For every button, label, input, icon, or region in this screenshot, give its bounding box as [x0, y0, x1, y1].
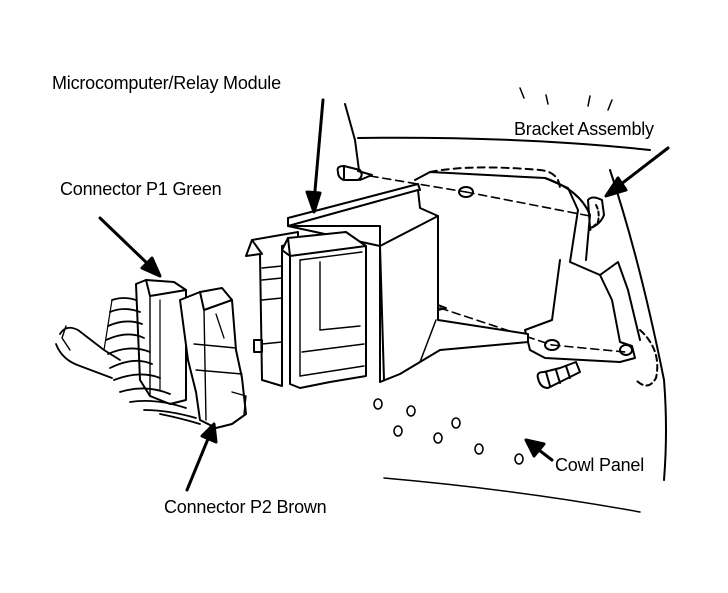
arrow-connector-p2	[185, 422, 218, 492]
arrow-cowl-panel	[524, 438, 554, 462]
screw-bottom	[536, 361, 581, 389]
label-connector-p1-green: Connector P1 Green	[60, 179, 222, 199]
label-cowl-panel: Cowl Panel	[555, 455, 645, 475]
arrow-connector-p1	[98, 216, 162, 278]
module-socket-right	[281, 231, 367, 389]
label-microcomputer-relay-module: Microcomputer/Relay Module	[52, 73, 281, 93]
module-socket-left	[245, 231, 299, 387]
connector-p1	[135, 279, 187, 405]
arrow-bracket	[604, 146, 670, 198]
cowl-panel-holes	[373, 398, 524, 465]
cowl-panel-outline	[344, 87, 667, 513]
label-connector-p2-brown: Connector P2 Brown	[164, 497, 327, 517]
label-bracket-assembly: Bracket Assembly	[514, 119, 654, 139]
alignment-lines	[369, 175, 626, 353]
screw-top	[336, 165, 373, 181]
relay-module-body	[287, 183, 529, 383]
connector-p2	[179, 287, 247, 429]
bracket-assembly	[414, 166, 659, 387]
arrow-module	[305, 98, 325, 214]
wire-harness	[55, 297, 201, 425]
